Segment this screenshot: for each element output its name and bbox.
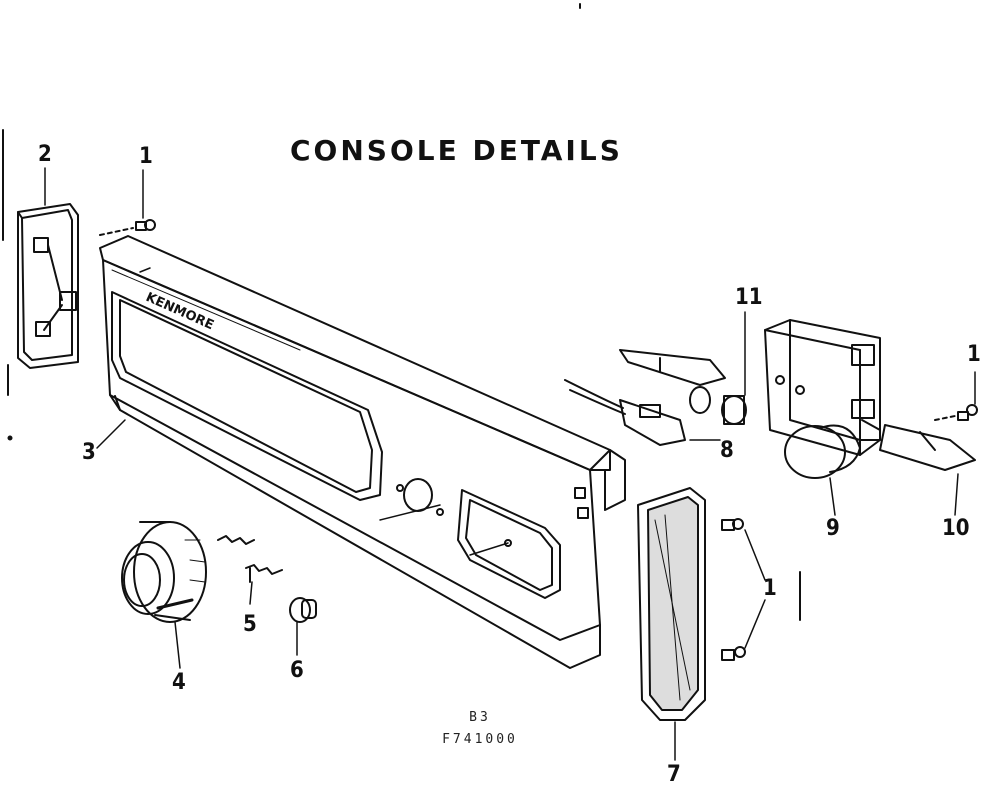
callout-5: 5: [243, 612, 257, 637]
callout-6: 6: [290, 658, 304, 683]
part-3-console-panel: [99, 235, 626, 669]
scan-marks: [2, 3, 801, 621]
switch-bracket: [619, 349, 726, 386]
screw-1-trim-lower: [721, 646, 746, 661]
screw-1-right: [934, 404, 978, 421]
callout-4: 4: [172, 670, 186, 695]
page-title: CONSOLE DETAILS: [290, 134, 623, 167]
part-9-timer: [764, 319, 881, 479]
callout-3: 3: [82, 440, 96, 465]
part-10-mounting-bracket: [879, 424, 976, 471]
screw-1-trim-upper: [721, 518, 744, 531]
callout-9: 9: [826, 516, 840, 541]
part-5-clip: [217, 535, 283, 583]
part-7-trim-strip: [637, 487, 706, 721]
part-2-left-end-cap: [17, 203, 79, 369]
callout-11: 11: [735, 285, 763, 310]
footer-code-line1: B3: [469, 710, 491, 725]
callout-7: 7: [667, 762, 681, 787]
callout-8: 8: [720, 438, 734, 463]
callout-1-trim: 1: [763, 576, 777, 601]
part-4-knob: [121, 521, 207, 623]
part-6-bulb: [289, 597, 317, 623]
callout-1-top-left: 1: [139, 144, 153, 169]
callout-10: 10: [942, 516, 970, 541]
footer-code-line2: F741000: [442, 732, 518, 747]
part-8-switch: [564, 379, 686, 446]
screw-1-top-left: [99, 219, 156, 236]
callout-1-right: 1: [967, 342, 981, 367]
part-11-spacer: [689, 386, 747, 425]
leader-lines: [44, 167, 976, 761]
callout-2: 2: [38, 142, 52, 167]
